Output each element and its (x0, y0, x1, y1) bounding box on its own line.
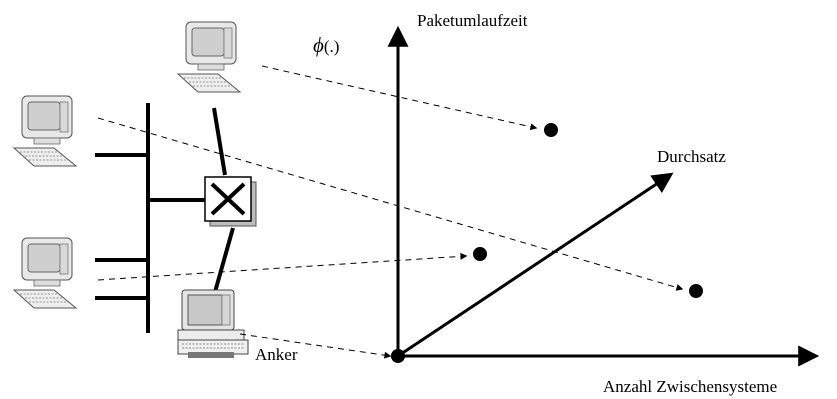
projection-line (261, 65, 538, 131)
link-router-anchor (213, 227, 235, 293)
y-axis-label: Paketumlaufzeit (417, 11, 528, 30)
link-top-pc-router (212, 107, 227, 176)
projection-line (239, 333, 392, 359)
diag-axis (397, 172, 674, 358)
x-axis-label: Anzahl Zwischensysteme (603, 377, 778, 396)
data-point (544, 123, 558, 137)
diag-axis-label: Durchsatz (657, 147, 726, 166)
data-point (689, 284, 703, 298)
metric-symbol-glyph: ϕ (313, 33, 324, 57)
router-x-icon (204, 176, 257, 227)
metric-symbol: ϕ(.) (313, 35, 339, 56)
desktop-computer-icon (13, 237, 77, 309)
origin-point (391, 349, 405, 363)
metric-args: (.) (323, 37, 340, 56)
anchor-label: Anker (255, 345, 298, 364)
desktop-computer-icon (13, 95, 77, 167)
workstation-icon (177, 289, 249, 358)
projection-line (97, 117, 684, 291)
data-point (473, 247, 487, 261)
desktop-computer-icon (177, 21, 241, 93)
projection-line (97, 252, 468, 281)
